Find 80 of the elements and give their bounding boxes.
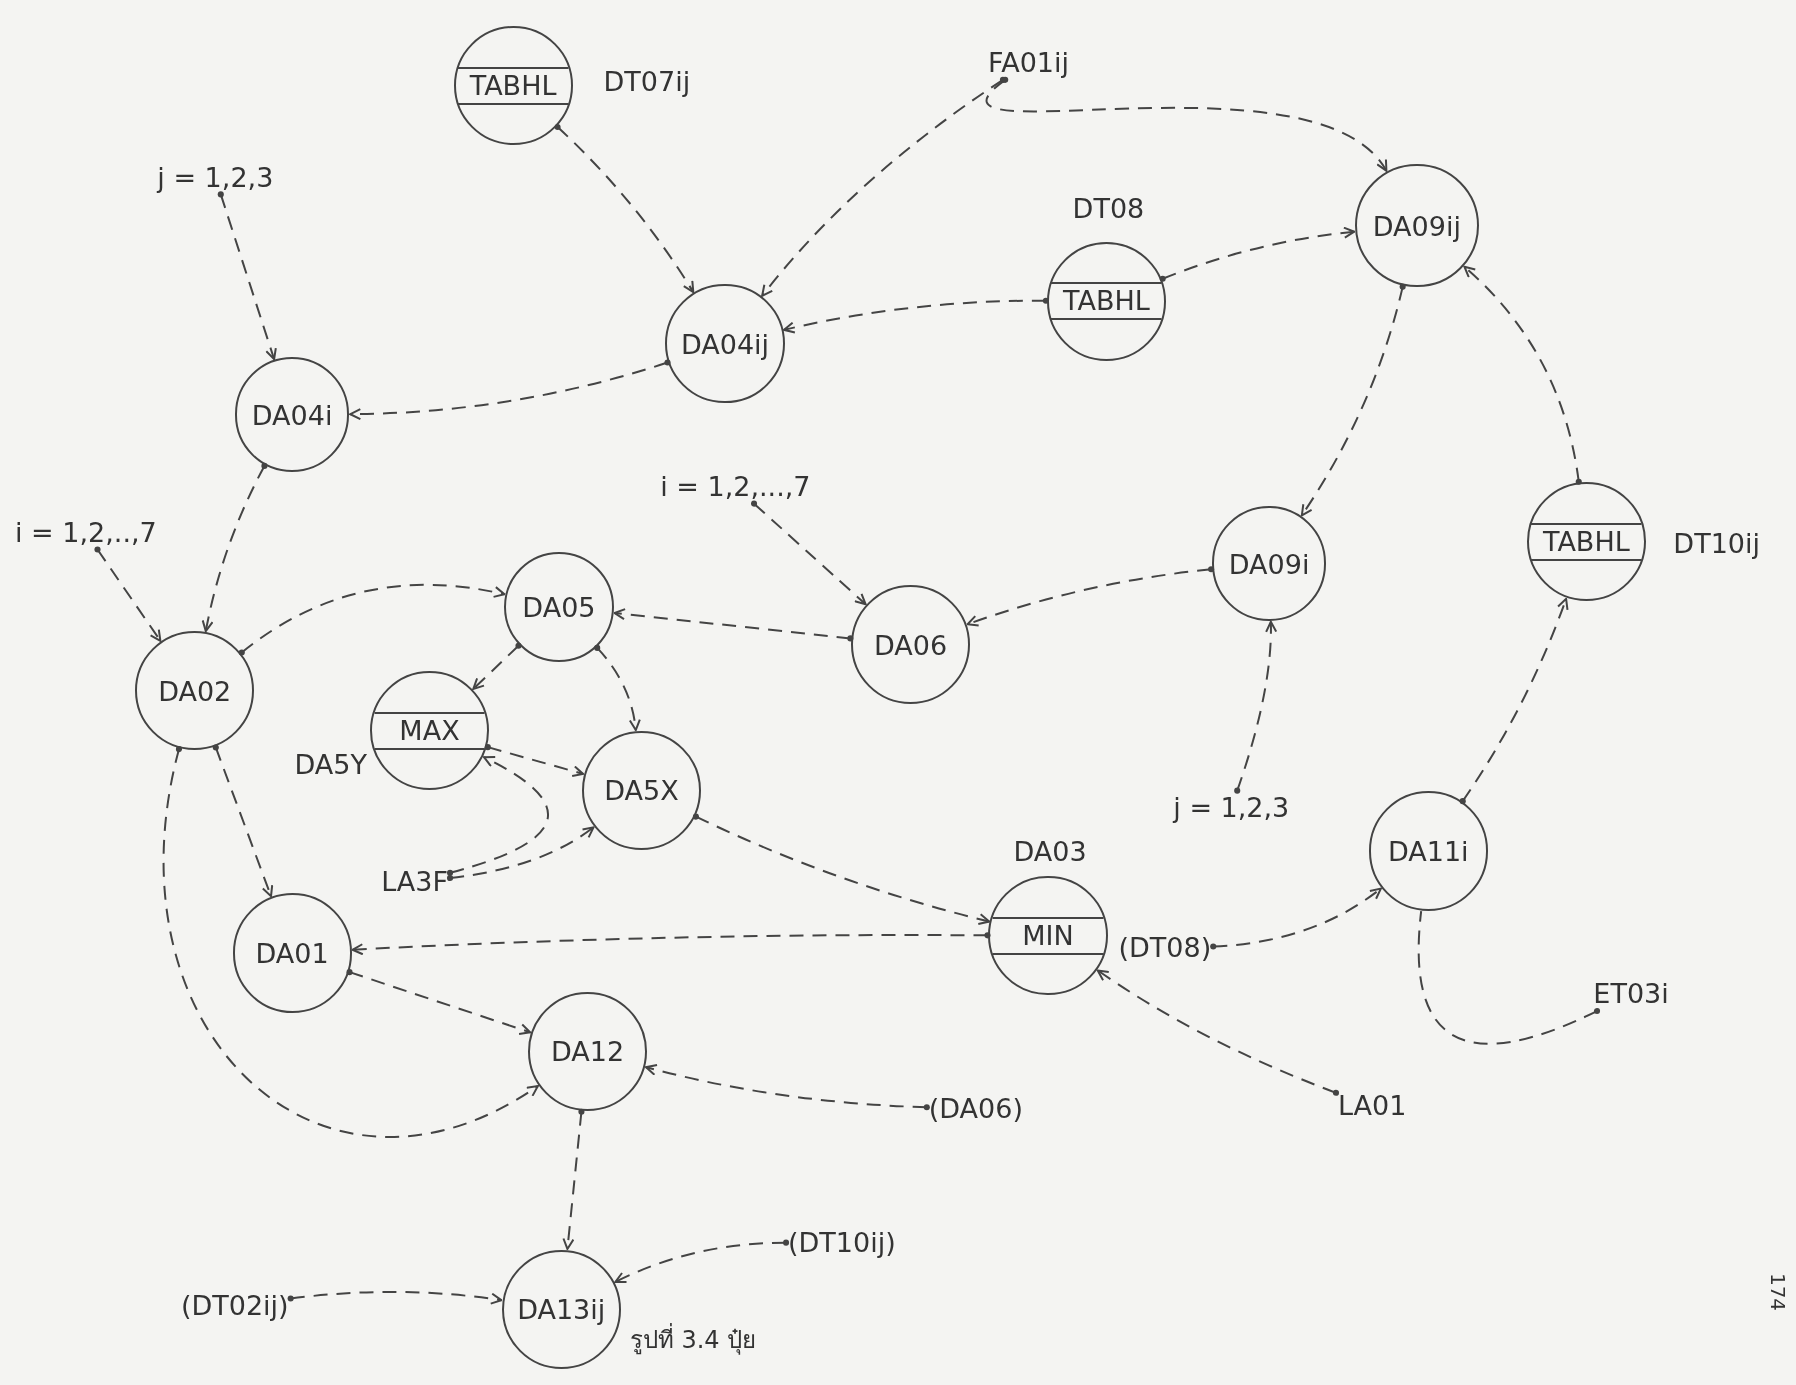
band-label: MIN xyxy=(992,916,1104,955)
dashed-arrow xyxy=(1463,265,1582,485)
dashed-arrow xyxy=(562,1108,585,1250)
dashed-arrow xyxy=(217,191,277,361)
variable-label: i = 1,2,...,7 xyxy=(660,471,811,502)
dashed-arrow xyxy=(1234,620,1277,794)
node-label: DA02 xyxy=(158,677,232,705)
band-label: TABHL xyxy=(1530,522,1642,561)
dashed-arrow xyxy=(783,297,1049,334)
dashed-arrow xyxy=(201,462,268,633)
variable-label: LA3F xyxy=(381,867,449,897)
dashed-arrow xyxy=(287,1290,503,1305)
node-circle xyxy=(665,284,785,404)
dashed-arrow xyxy=(447,826,595,882)
node-circle xyxy=(503,552,614,663)
node-circle xyxy=(1355,163,1479,288)
dashed-arrow xyxy=(346,969,532,1035)
dashed-arrow xyxy=(986,76,1388,172)
dashed-arrow xyxy=(349,359,671,420)
variable-label: (DA06) xyxy=(928,1093,1023,1124)
dashed-arrow xyxy=(594,644,641,732)
dashed-arrow xyxy=(212,744,274,898)
node-label: DA04i xyxy=(251,401,333,429)
variable-label: (DT08) xyxy=(1118,933,1212,964)
variable-label: FA01ij xyxy=(988,48,1069,78)
node-caption: DT10ij xyxy=(1673,528,1760,559)
node-label: DA11i xyxy=(1387,837,1469,865)
dashed-arrow xyxy=(1300,283,1406,517)
variable-label: ET03i xyxy=(1593,979,1669,1010)
dashed-arrow xyxy=(1159,226,1356,282)
dashed-arrow xyxy=(614,1239,790,1284)
page-number: 174 xyxy=(1766,1272,1789,1312)
variable-label: i = 1,2,..,7 xyxy=(15,517,157,548)
dashed-arrow xyxy=(761,76,1006,297)
dashed-arrow xyxy=(447,756,549,876)
dashed-arrow xyxy=(613,608,854,642)
dashed-arrow xyxy=(351,932,991,956)
node-label: DA04ij xyxy=(680,330,770,358)
node-label: DA01 xyxy=(255,939,329,967)
node-label: DA09i xyxy=(1228,550,1310,578)
node-label: DA06 xyxy=(874,631,948,659)
dashed-arrow xyxy=(1096,969,1339,1096)
node-caption: DT08 xyxy=(1072,194,1145,225)
node-caption: DA03 xyxy=(1013,837,1087,867)
node-circle xyxy=(581,730,701,850)
node-caption: DT07ij xyxy=(603,67,691,97)
dashed-arrow xyxy=(163,746,539,1138)
dashed-arrow xyxy=(472,642,522,690)
dashed-arrow xyxy=(750,500,867,606)
band-label: TABHL xyxy=(1051,282,1162,321)
node-circle xyxy=(501,1249,621,1369)
node-circle xyxy=(851,585,971,705)
band-label: TABHL xyxy=(457,66,569,105)
node-label: DA12 xyxy=(551,1037,625,1065)
dashed-arrow xyxy=(692,813,991,925)
dashed-arrow xyxy=(238,583,506,656)
node-label: DA05 xyxy=(522,593,596,621)
node-circle xyxy=(232,893,352,1013)
node-circle xyxy=(1368,791,1488,911)
dashed-arrow xyxy=(1459,597,1569,805)
dashed-arrow xyxy=(966,566,1215,627)
variable-label: (DT02ij) xyxy=(180,1290,289,1321)
dashed-arrow xyxy=(645,1063,930,1111)
dashed-arrow xyxy=(1210,887,1382,950)
node-circle xyxy=(1211,506,1327,621)
variable-label: j = 1,2,3 xyxy=(1173,792,1290,823)
band-label: MAX xyxy=(374,711,485,750)
variable-label: LA01 xyxy=(1337,1091,1407,1122)
node-caption: DA5Y xyxy=(294,750,367,780)
variable-label: (DT10ij) xyxy=(788,1227,896,1258)
variable-label: j = 1,2,3 xyxy=(157,162,274,193)
node-circle xyxy=(135,631,255,751)
dashed-arrow xyxy=(484,744,585,778)
dashed-arrow xyxy=(94,546,162,642)
node-circle xyxy=(234,357,350,472)
dashed-arrow xyxy=(554,123,695,294)
node-label: DA09ij xyxy=(1372,212,1461,240)
node-label: DA5X xyxy=(604,776,679,804)
node-label: DA13ij xyxy=(517,1295,606,1323)
node-circle xyxy=(528,991,648,1112)
